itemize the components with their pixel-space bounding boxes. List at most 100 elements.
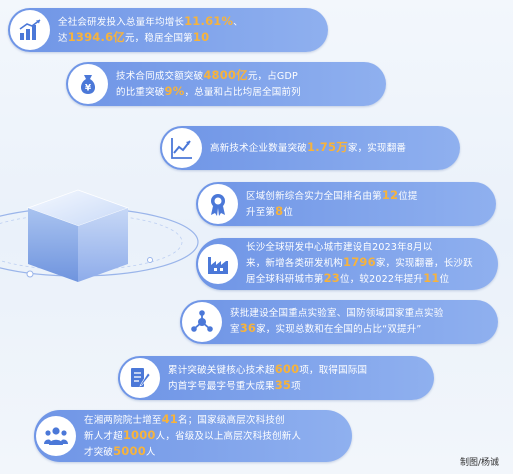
highlight-number: 600 <box>274 362 300 376</box>
stat-text: 在湘两院院士增至41名；国家级高层次科技创新人才超1000人，省级及以上高层次科… <box>84 410 340 462</box>
stat-text-segment: 高新技术企业数量突破 <box>210 143 308 154</box>
stat-row-talent: 在湘两院院士增至41名；国家级高层次科技创新人才超1000人，省级及以上高层次科… <box>34 410 352 462</box>
highlight-number: 35 <box>274 378 292 392</box>
highlight-number: 1.75万 <box>307 140 348 154</box>
highlight-number: 12 <box>381 188 399 202</box>
highlight-number: 11 <box>423 271 440 285</box>
icon-circle <box>182 302 222 342</box>
icon-circle <box>36 416 76 456</box>
svg-text:¥: ¥ <box>85 84 92 94</box>
stat-text-segment: 位，较2022年提升 <box>340 274 424 285</box>
stat-text-segment: 升至第 <box>246 207 276 218</box>
stat-text-segment: 家，实现翻番 <box>347 143 407 154</box>
stat-text: 高新技术企业数量突破1.75万家，实现翻番 <box>210 126 448 170</box>
credit-text: 制图/杨诚 <box>459 458 499 468</box>
stat-text-segment: 获批建设全国重点实验室、国防领域国家重点实验 <box>230 308 444 319</box>
stat-line: 全社会研发投入总量年均增长11.61%、 <box>58 14 316 30</box>
stat-row-changsha-rd: 长沙全球研发中心城市建设自2023年8月以来，新增各类研发机构1796家，实现翻… <box>196 238 498 290</box>
stat-text-segment: 位 <box>439 274 450 285</box>
stat-text-segment: 才突破 <box>84 447 114 458</box>
highlight-number: 10 <box>192 30 210 44</box>
stat-text-segment: 位提 <box>398 191 418 202</box>
stat-row-innovation-rank: 区域创新综合实力全国排名由第12位提升至第8位 <box>196 182 496 226</box>
stat-line: 才突破5000人 <box>84 444 340 460</box>
highlight-number: 11.61% <box>184 14 234 28</box>
stat-text-segment: 居全球科研城市第 <box>246 274 324 285</box>
cube-graphic <box>0 189 199 282</box>
highlight-number: 4800亿 <box>203 68 248 82</box>
stat-line: 的比重突破9%，总量和占比均居全国前列 <box>116 84 374 100</box>
stat-text-segment: 技术合同成交额突破 <box>116 71 204 82</box>
stat-line: 累计突破关键核心技术超600项，取得国际国 <box>168 362 422 378</box>
highlight-number: 9% <box>164 84 185 98</box>
stat-text-segment: 达 <box>58 33 68 44</box>
stat-line: 新人才超1000人，省级及以上高层次科技创新人 <box>84 428 340 444</box>
stat-line: 内首字号最字号重大成果35项 <box>168 378 422 394</box>
highlight-number: 41 <box>161 412 179 426</box>
highlight-number: 1000 <box>122 428 156 442</box>
stat-text-segment: 全社会研发投入总量年均增长 <box>58 17 185 28</box>
talent-people-icon <box>44 427 68 445</box>
icon-circle: ¥ <box>68 64 108 104</box>
stat-line: 在湘两院院士增至41名；国家级高层次科技创 <box>84 412 340 428</box>
stat-text-segment: 元，稳居全国第 <box>124 33 193 44</box>
icon-circle <box>162 128 202 168</box>
stat-text-segment: 人，省级及以上高层次科技创新人 <box>155 431 302 442</box>
highlight-number: 1796 <box>343 255 376 269</box>
stat-text-segment: 、 <box>233 17 243 28</box>
stat-line: 达1394.6亿元，稳居全国第10 <box>58 30 316 46</box>
stat-text-segment: 室 <box>230 324 240 335</box>
stat-text-segment: 的比重突破 <box>116 87 165 98</box>
stat-text-segment: 新人才超 <box>84 431 123 442</box>
stat-text-segment: 累计突破关键核心技术超 <box>168 365 275 376</box>
stat-text-segment: 内首字号最字号重大成果 <box>168 381 275 392</box>
stat-text-segment: 名；国家级高层次科技创 <box>178 415 285 426</box>
stat-text-segment: 人 <box>145 447 156 458</box>
icon-circle <box>10 10 50 50</box>
icon-circle <box>120 358 160 398</box>
factory-icon <box>208 257 228 274</box>
stat-row-high-tech: 高新技术企业数量突破1.75万家，实现翻番 <box>160 126 460 170</box>
highlight-number: 36 <box>239 321 257 335</box>
stat-line: 技术合同成交额突破4800亿元，占GDP <box>116 68 374 84</box>
stat-text-segment: 在湘两院院士增至 <box>84 415 162 426</box>
stat-text-segment: 家，实现总数和在全国的占比“双提升” <box>256 324 422 335</box>
stat-line: 获批建设全国重点实验室、国防领域国家重点实验 <box>230 307 486 321</box>
stat-text: 累计突破关键核心技术超600项，取得国际国内首字号最字号重大成果35项 <box>168 356 422 400</box>
stat-text-segment: 元，占GDP <box>247 71 298 82</box>
line-chart-icon <box>171 138 192 159</box>
stat-text-segment: 项，取得国际国 <box>299 365 368 376</box>
stat-line: 来，新增各类研发机构1796家，实现翻番，长沙跃 <box>246 255 486 271</box>
stat-line: 室36家，实现总数和在全国的占比“双提升” <box>230 321 486 337</box>
highlight-number: 1394.6亿 <box>67 30 125 44</box>
stat-line: 升至第8位 <box>246 204 484 220</box>
stat-text: 区域创新综合实力全国排名由第12位提升至第8位 <box>246 182 484 226</box>
icon-circle <box>198 184 238 224</box>
stat-line: 居全球科研城市第23位，较2022年提升11位 <box>246 271 486 287</box>
stat-line: 高新技术企业数量突破1.75万家，实现翻番 <box>210 140 448 156</box>
stat-row-key-labs: 获批建设全国重点实验室、国防领域国家重点实验室36家，实现总数和在全国的占比“双… <box>180 300 498 344</box>
stat-line: 区域创新综合实力全国排名由第12位提 <box>246 188 484 204</box>
stat-text-segment: 项 <box>291 381 301 392</box>
stat-text-segment: 来，新增各类研发机构 <box>246 258 344 269</box>
stat-line: 长沙全球研发中心城市建设自2023年8月以 <box>246 241 486 255</box>
stat-text-segment: 位 <box>283 207 294 218</box>
document-pen-icon <box>131 368 151 387</box>
highlight-number: 8 <box>275 204 284 218</box>
molecule-icon <box>191 310 213 332</box>
bar-chart-icon <box>19 19 41 40</box>
stat-text-segment: ，总量和占比均居全国前列 <box>184 87 301 98</box>
stat-text: 获批建设全国重点实验室、国防领域国家重点实验室36家，实现总数和在全国的占比“双… <box>230 300 486 344</box>
highlight-number: 23 <box>323 271 341 285</box>
highlight-number: 5000 <box>113 444 146 458</box>
stat-row-rd-investment: 全社会研发投入总量年均增长11.61%、达1394.6亿元，稳居全国第10 <box>8 8 328 52</box>
stat-text: 长沙全球研发中心城市建设自2023年8月以来，新增各类研发机构1796家，实现翻… <box>246 238 486 290</box>
stat-text-segment: 家，实现翻番，长沙跃 <box>375 258 473 269</box>
cube-illustration <box>0 150 200 310</box>
stat-row-core-tech: 累计突破关键核心技术超600项，取得国际国内首字号最字号重大成果35项 <box>118 356 434 400</box>
stat-text-segment: 长沙全球研发中心城市建设自2023年8月以 <box>246 242 433 253</box>
icon-circle <box>198 244 238 284</box>
money-bag-icon: ¥ <box>80 75 96 94</box>
